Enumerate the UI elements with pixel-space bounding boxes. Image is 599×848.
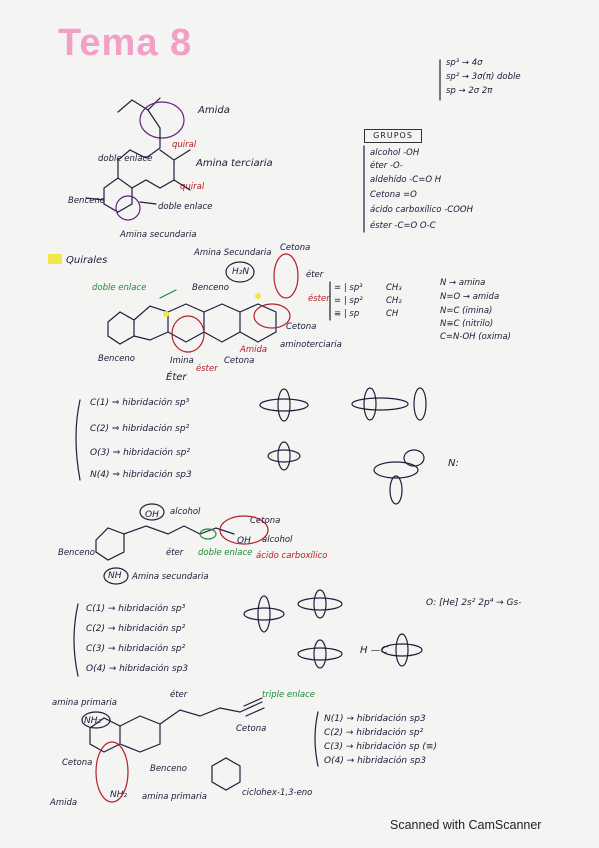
nitrogen-row: C=N-OH (oxima) bbox=[440, 332, 511, 342]
hyb3-row: N(1) → hibridación sp3 bbox=[324, 714, 426, 724]
mol4-label: ciclohex-1,3-eno bbox=[242, 788, 313, 798]
mol3-label: Amina secundaria bbox=[132, 572, 209, 582]
mol2-label: Éter bbox=[166, 372, 187, 383]
mol2-label: Benceno bbox=[98, 354, 135, 364]
mol3-label: Benceno bbox=[58, 548, 95, 558]
mol4-label: NH₂ bbox=[84, 716, 102, 726]
hyb1-row: C(2) ⇒ hibridación sp² bbox=[90, 424, 190, 434]
hyb-key-1: sp³ → 4σ bbox=[446, 58, 483, 68]
oxygen-config: O: [He] 2s² 2p⁴ → Gs- bbox=[426, 598, 522, 608]
mol2-label: H₂N bbox=[232, 267, 250, 277]
mol2-label: Amina Secundaria bbox=[194, 248, 272, 258]
mol1-label: doble enlace bbox=[158, 202, 213, 212]
scanner-footer: Scanned with CamScanner bbox=[390, 818, 542, 832]
nitrogen-row: N=O → amida bbox=[440, 292, 500, 302]
mol2-label: éster bbox=[196, 364, 218, 374]
mol3-label: NH bbox=[108, 571, 122, 581]
bond-row: = | sp² bbox=[334, 296, 363, 306]
mol2-label: aminoterciaria bbox=[280, 340, 342, 350]
groups-label: GRUPOS bbox=[364, 129, 422, 143]
mol4-label: Cetona bbox=[236, 724, 267, 734]
hyb1-row: C(1) ⇒ hibridación sp³ bbox=[90, 398, 190, 408]
group-item: Cetona =O bbox=[370, 190, 417, 200]
group-item: aldehído -C=O H bbox=[370, 175, 442, 185]
mol4-label: NH₂ bbox=[110, 790, 128, 800]
mol1-label: quiral bbox=[172, 140, 197, 150]
group-item: ácido carboxílico -COOH bbox=[370, 205, 473, 215]
mol4-label: Benceno bbox=[150, 764, 187, 774]
hyb-key-3: sp → 2σ 2π bbox=[446, 86, 493, 96]
nitrogen-row: N → amina bbox=[440, 278, 486, 288]
group-item: alcohol -OH bbox=[370, 148, 420, 158]
mol4-label: éter bbox=[170, 690, 188, 700]
mol3-label: ácido carboxílico bbox=[256, 551, 328, 561]
mol3-label: alcohol bbox=[262, 535, 293, 545]
mol4-label: triple enlace bbox=[262, 690, 315, 700]
mol3-label: OH bbox=[145, 510, 159, 520]
hc-label: H —C bbox=[360, 645, 388, 656]
bond-row: CH₂ bbox=[386, 296, 402, 306]
mol4-label: Amida bbox=[50, 798, 78, 808]
bond-row: ≡ | sp bbox=[334, 309, 360, 319]
group-item: éster -C=O O-C bbox=[370, 221, 436, 231]
mol1-label: Amina terciaria bbox=[196, 158, 273, 169]
mol2-label: Cetona bbox=[224, 356, 255, 366]
mol4-label: amina primaria bbox=[142, 792, 207, 802]
mol3-label: éter bbox=[166, 548, 184, 558]
mol1-label: doble enlace bbox=[98, 154, 153, 164]
mol4-label: Cetona bbox=[62, 758, 93, 768]
page-title: Tema 8 bbox=[58, 22, 193, 64]
nitrogen-row: N=C (imina) bbox=[440, 306, 493, 316]
mol2-label: Amida bbox=[240, 345, 268, 355]
mol3-label: OH bbox=[237, 536, 251, 546]
mol4-label: amina primaria bbox=[52, 698, 117, 708]
quirales-label: Quirales bbox=[66, 255, 108, 266]
mol1-label: Benceno bbox=[68, 196, 105, 206]
mol2-label: Cetona bbox=[280, 243, 311, 253]
highlight-mark bbox=[48, 254, 62, 264]
mol1-label: Amina secundaria bbox=[120, 230, 197, 240]
mol3-label: doble enlace bbox=[198, 548, 253, 558]
mol2-label: éter bbox=[306, 270, 324, 280]
mol3-label: Cetona bbox=[250, 516, 281, 526]
mol3-label: alcohol bbox=[170, 507, 201, 517]
nitrogen-row: N≡C (nitrilo) bbox=[440, 319, 494, 329]
n-label: N: bbox=[448, 458, 459, 469]
hyb1-row: O(3) ⇒ hibridación sp² bbox=[90, 448, 190, 458]
mol2-label: Cetona bbox=[286, 322, 317, 332]
hyb2-row: C(2) → hibridación sp² bbox=[86, 624, 186, 634]
hyb2-row: O(4) → hibridación sp3 bbox=[86, 664, 189, 674]
bond-row: CH bbox=[386, 309, 399, 319]
mol1-label: quiral bbox=[180, 182, 205, 192]
mol2-label: Benceno bbox=[192, 283, 229, 293]
mol2-label: éster bbox=[308, 294, 330, 304]
hyb-key-2: sp² → 3σ(π) doble bbox=[446, 72, 521, 82]
mol1-label: Amida bbox=[198, 105, 230, 116]
mol2-label: Imina bbox=[170, 356, 194, 366]
hyb2-row: C(3) → hibridación sp² bbox=[86, 644, 186, 654]
mol2-label: doble enlace bbox=[92, 283, 147, 293]
bond-row: CH₃ bbox=[386, 283, 402, 293]
hyb2-row: C(1) → hibridación sp³ bbox=[86, 604, 186, 614]
hyb1-row: N(4) ⇒ hibridación sp3 bbox=[90, 470, 192, 480]
hyb3-row: O(4) → hibridación sp3 bbox=[324, 756, 427, 766]
bond-row: = | sp³ bbox=[334, 283, 363, 293]
hyb3-row: C(2) → hibridación sp² bbox=[324, 728, 424, 738]
hyb3-row: C(3) → hibridación sp (≡) bbox=[324, 742, 437, 752]
group-item: éter -O- bbox=[370, 161, 403, 171]
